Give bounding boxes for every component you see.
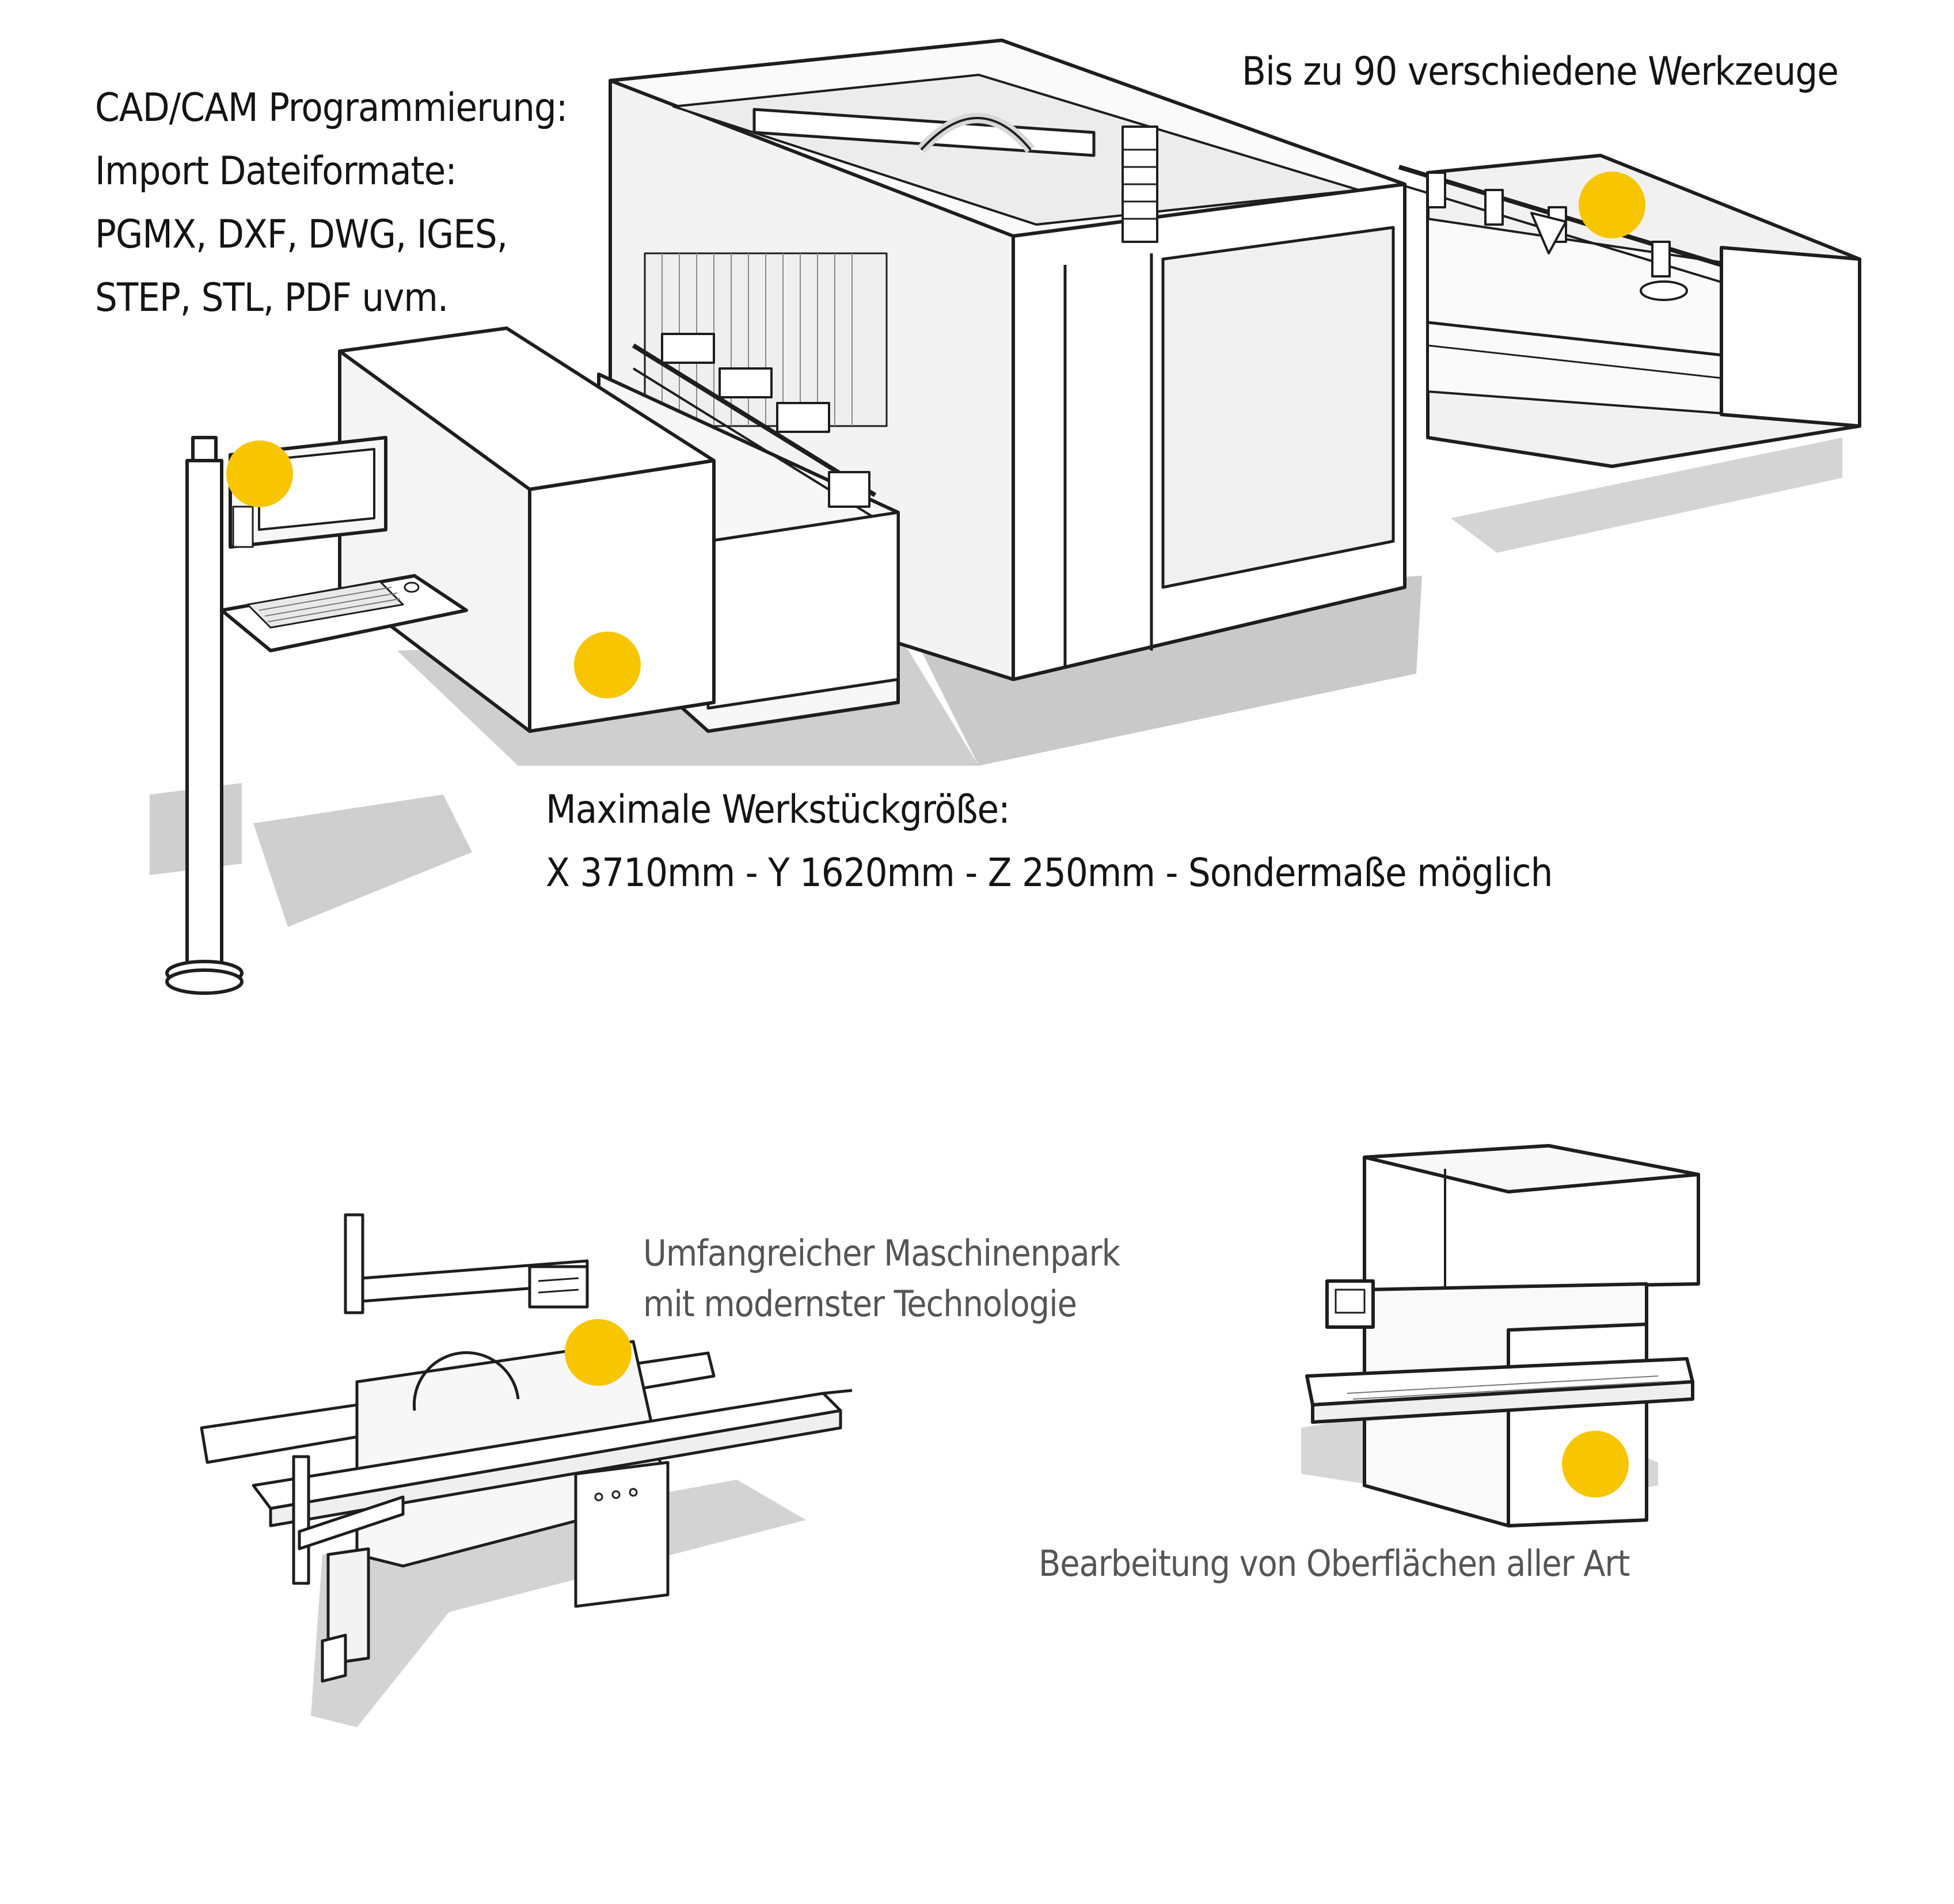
hotspot-marker-cabinet[interactable] — [574, 632, 641, 698]
workpiece-size-label: Maximale Werkstückgröße: X 3710mm - Y 16… — [546, 778, 1553, 905]
panel-saw-illustration — [200, 1213, 853, 1727]
cadcam-line-4: STEP, STL, PDF uvm. — [95, 275, 448, 321]
hotspot-marker-tool-changer[interactable] — [1579, 172, 1645, 238]
cadcam-line-3: PGMX, DXF, DWG, IGES, — [95, 212, 508, 257]
machine-park-line-2: mit modernster Technologie — [643, 1283, 1077, 1325]
surfaces-label: Bearbeitung von Oberflächen aller Art — [1039, 1542, 1630, 1584]
workpiece-title: Maximale Werkstückgröße: — [546, 787, 1010, 833]
hotspot-marker-terminal[interactable] — [226, 440, 293, 507]
machine-park-label: Umfangreicher Maschinenpark mit modernst… — [643, 1228, 1120, 1329]
cnc-machine-illustration — [253, 39, 1861, 927]
hotspot-marker-sander[interactable] — [1562, 1431, 1629, 1498]
machine-park-line-1: Umfangreicher Maschinenpark — [643, 1232, 1120, 1274]
hotspot-marker-panel-saw[interactable] — [565, 1319, 632, 1386]
cadcam-line-2: Import Dateiformate: — [95, 149, 457, 194]
tools-label: Bis zu 90 verschiedene Werkzeuge — [1242, 49, 1839, 94]
workpiece-dimensions: X 3710mm - Y 1620mm - Z 250mm - Sonderma… — [546, 850, 1553, 896]
cadcam-label: CAD/CAM Programmierung: Import Dateiform… — [95, 77, 568, 330]
cadcam-line-1: CAD/CAM Programmierung: — [95, 85, 568, 131]
wide-belt-sander-illustration — [1301, 1144, 1700, 1527]
